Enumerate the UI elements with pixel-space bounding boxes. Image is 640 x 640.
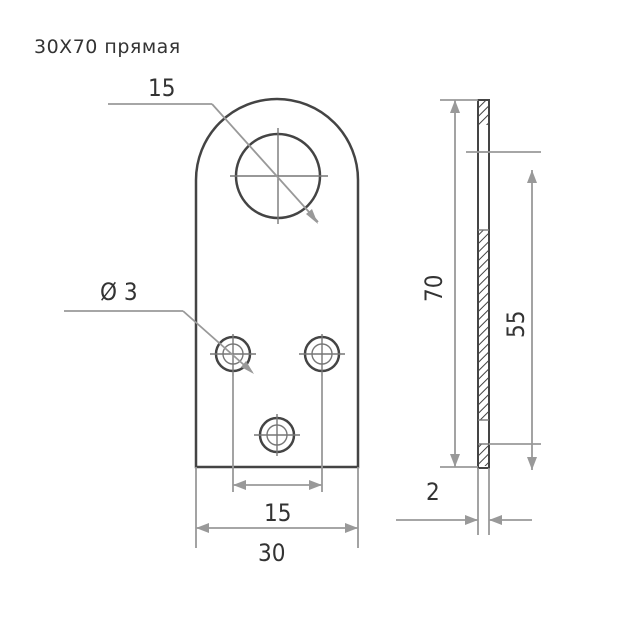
label-hole-small: Ø 3 [100, 278, 138, 306]
label-width-holes: 15 [264, 499, 291, 527]
small-hole-bottom [254, 414, 300, 456]
large-hole [230, 128, 328, 224]
label-hole-large: 15 [148, 74, 175, 102]
dim-height-inner [527, 170, 537, 470]
label-thickness: 2 [426, 478, 440, 506]
dim-width-holes [233, 480, 322, 490]
leader-small-hole [64, 310, 254, 374]
dim-thickness [396, 515, 532, 525]
side-view [477, 99, 490, 469]
small-hole-right [299, 334, 345, 376]
label-height-inner: 55 [502, 311, 530, 338]
label-width-total: 30 [258, 539, 285, 567]
plate-outline [194, 97, 360, 469]
dim-height-total [450, 100, 460, 467]
label-height-total: 70 [420, 275, 448, 302]
dim-width-total [196, 523, 358, 533]
leader-large-hole [108, 103, 319, 224]
drawing-title: 30X70 прямая [34, 36, 181, 58]
